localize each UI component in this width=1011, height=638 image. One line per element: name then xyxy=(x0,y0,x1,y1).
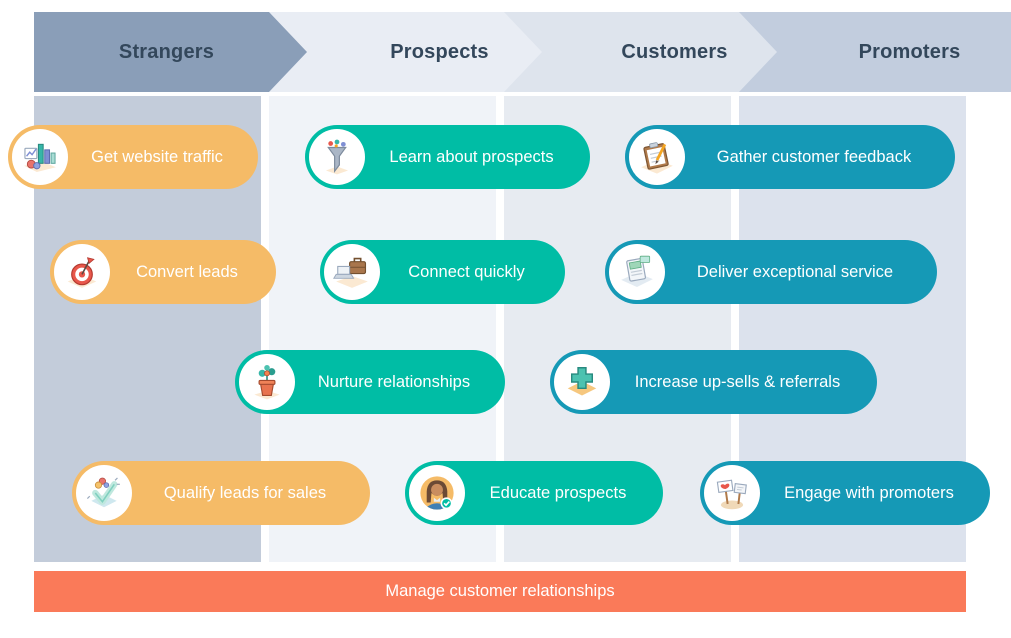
manage-customer-relationships-bar: Manage customer relationships xyxy=(34,571,966,612)
pill-label: Gather customer feedback xyxy=(716,147,912,166)
pill-label: Convert leads xyxy=(136,262,238,281)
pill-label: Increase up-sells & referrals xyxy=(634,372,841,391)
stage-label-prospects: Prospects xyxy=(390,40,489,63)
stage-arrow-promoters: Promoters xyxy=(739,12,1011,92)
pill-label: Qualify leads for sales xyxy=(163,483,327,502)
pill-nurture-relationships: Nurture relationships xyxy=(235,350,505,414)
stage-label-strangers: Strangers xyxy=(118,40,215,63)
pill-learn-about-prospects: Learn about prospects xyxy=(305,125,590,189)
pill-label: Educate prospects xyxy=(489,483,627,502)
pill-label: Deliver exceptional service xyxy=(696,262,894,281)
pill-qualify-leads-for-sales: Qualify leads for sales xyxy=(72,461,370,525)
avatar-icon xyxy=(409,465,465,521)
pill-engage-with-promoters: Engage with promoters xyxy=(700,461,990,525)
stage-label-customers: Customers xyxy=(621,40,728,63)
stage-label-promoters: Promoters xyxy=(858,40,961,63)
pill-label: Engage with promoters xyxy=(784,483,954,502)
check-celebration-icon xyxy=(76,465,132,521)
pill-increase-upsells-referrals: Increase up-sells & referrals xyxy=(550,350,877,414)
plus-icon xyxy=(554,354,610,410)
pill-gather-customer-feedback: Gather customer feedback xyxy=(625,125,955,189)
clipboard-pencil-icon xyxy=(629,129,685,185)
service-device-icon xyxy=(609,244,665,300)
target-icon xyxy=(54,244,110,300)
pill-label: Connect quickly xyxy=(408,262,525,281)
pill-convert-leads: Convert leads xyxy=(50,240,276,304)
analytics-icon xyxy=(12,129,68,185)
pill-deliver-exceptional-service: Deliver exceptional service xyxy=(605,240,937,304)
pill-connect-quickly: Connect quickly xyxy=(320,240,565,304)
signs-heart-icon xyxy=(704,465,760,521)
pill-educate-prospects: Educate prospects xyxy=(405,461,663,525)
footer-label: Manage customer relationships xyxy=(385,582,615,600)
pill-label: Get website traffic xyxy=(91,147,223,166)
plant-icon xyxy=(239,354,295,410)
pill-get-website-traffic: Get website traffic xyxy=(8,125,258,189)
pill-label: Nurture relationships xyxy=(317,372,471,391)
laptop-briefcase-icon xyxy=(324,244,380,300)
pill-label: Learn about prospects xyxy=(389,147,554,166)
funnel-icon xyxy=(309,129,365,185)
